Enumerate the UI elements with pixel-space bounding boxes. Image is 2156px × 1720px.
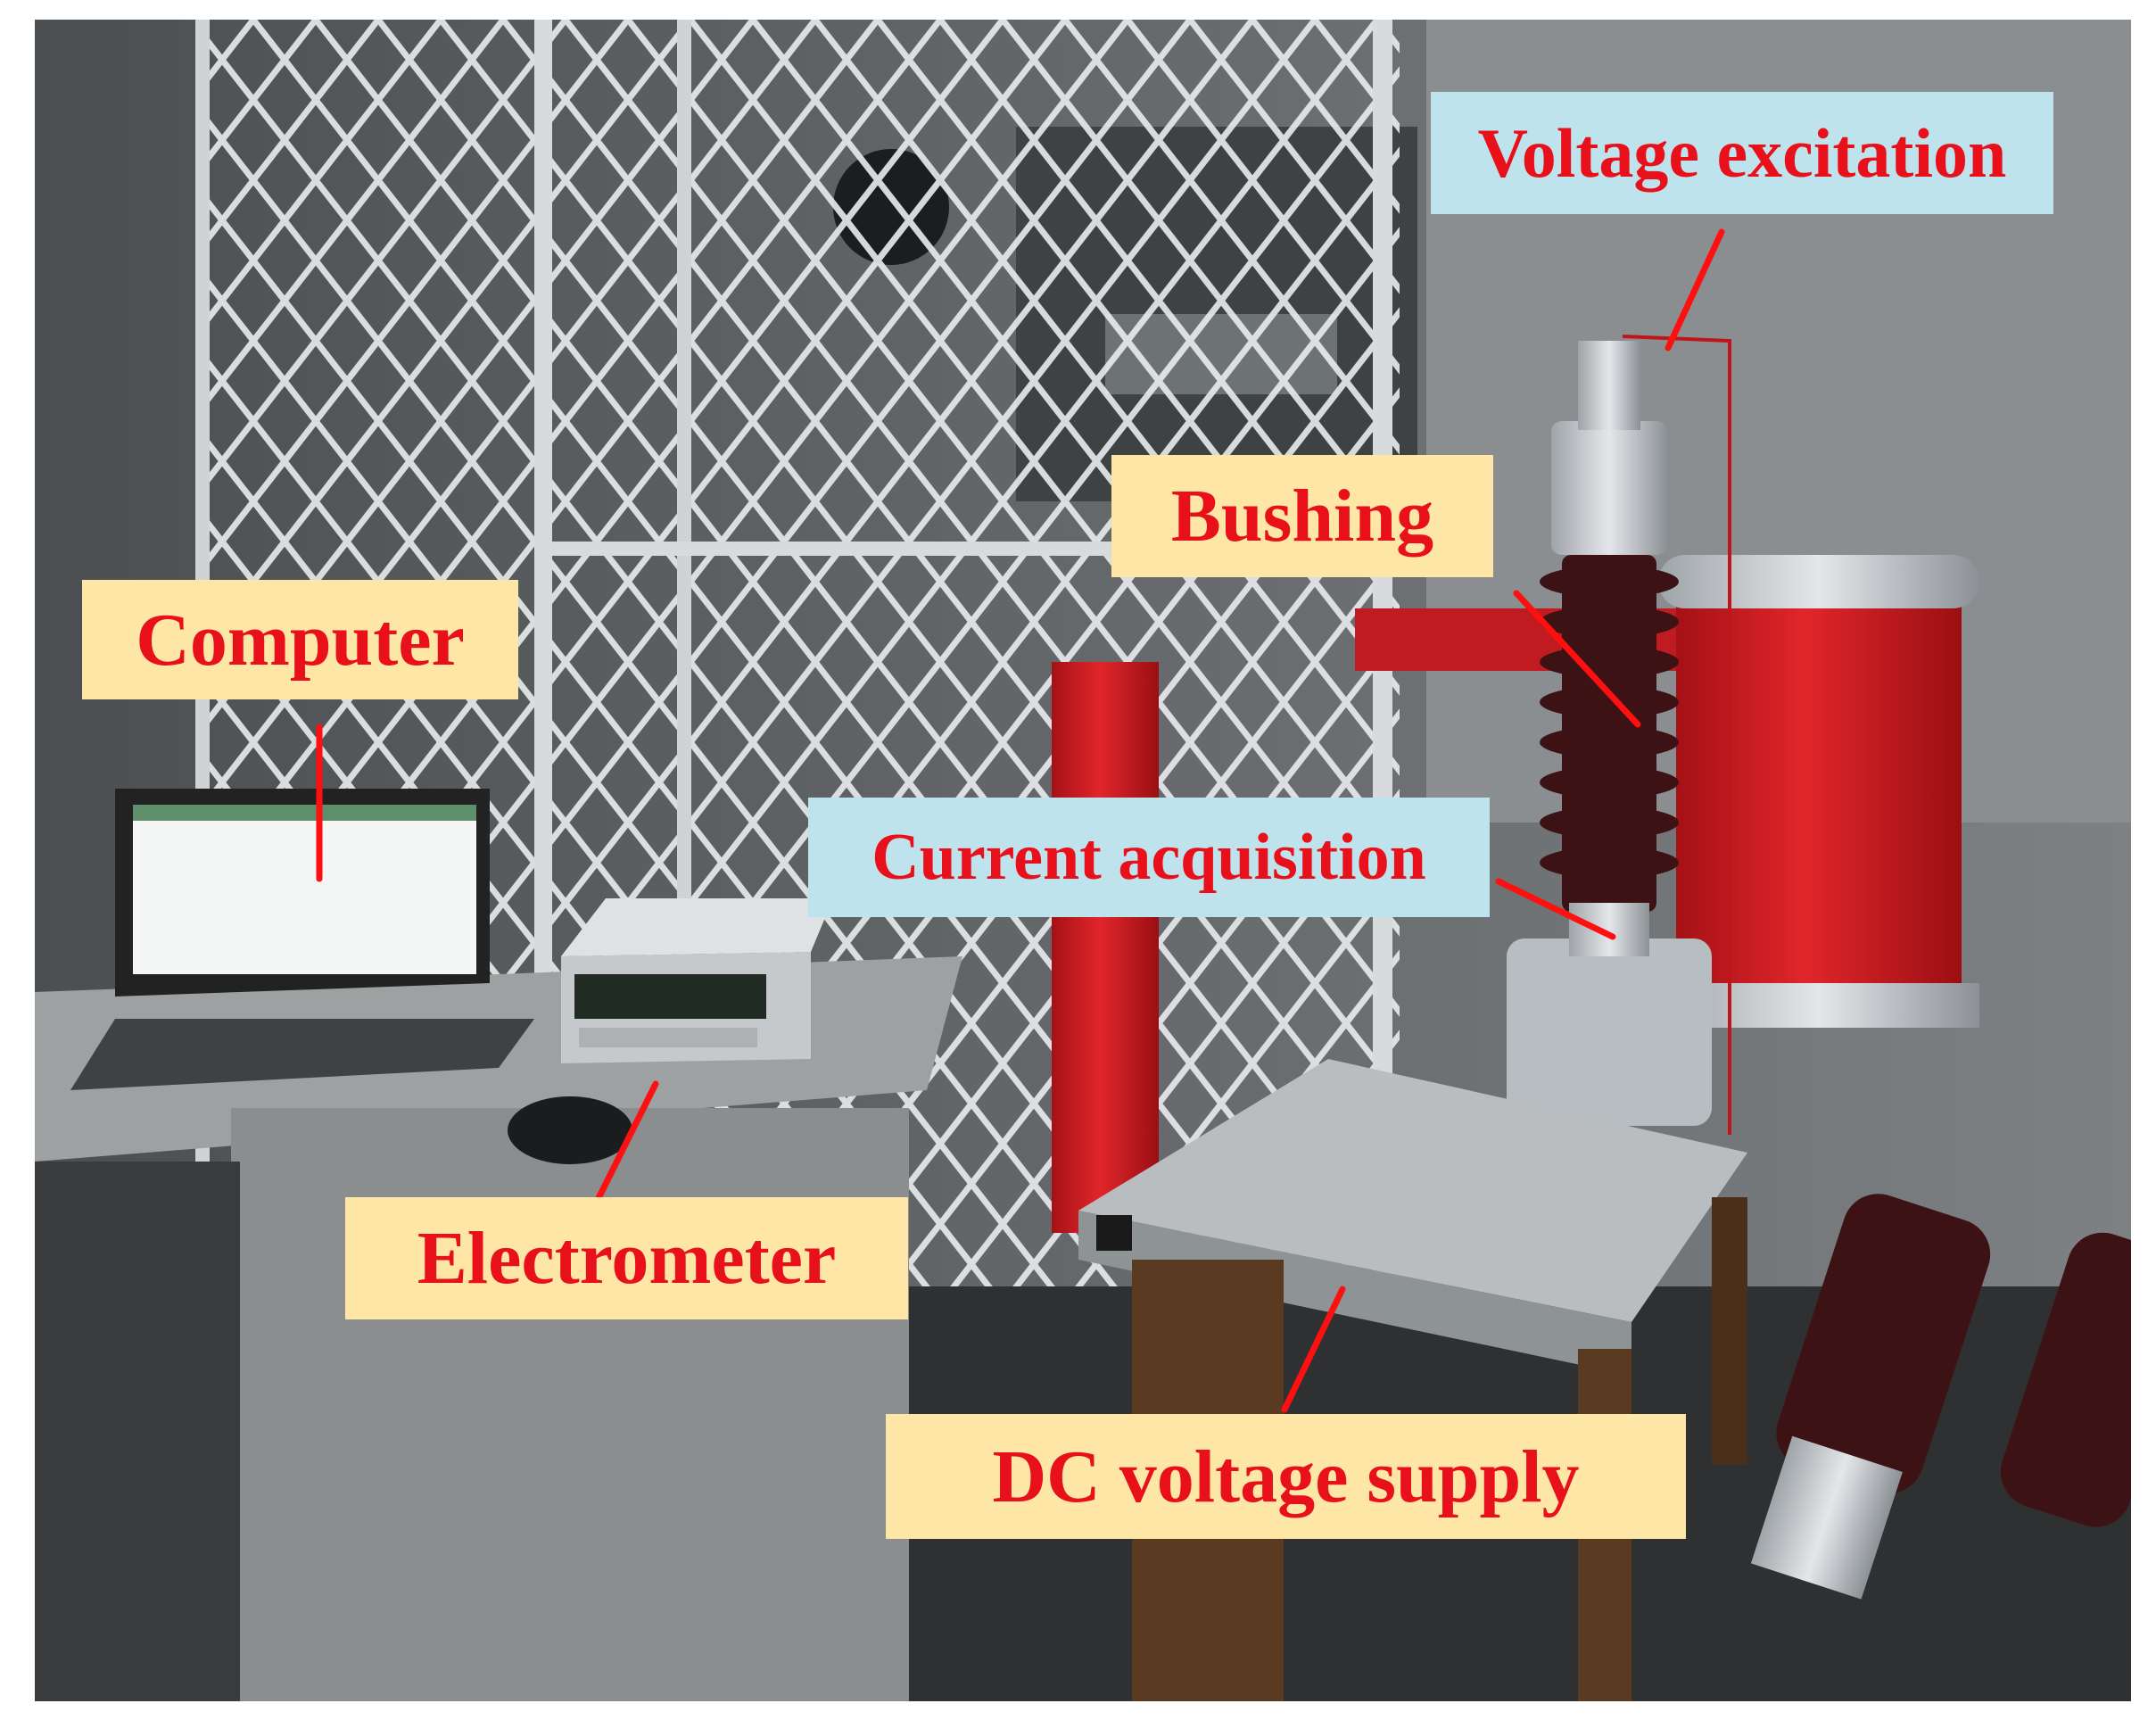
leader-line-electrometer [594,1080,659,1203]
label-electrometer: Electrometer [345,1197,908,1319]
leader-line-current-acquisition [1495,878,1616,940]
label-computer: Computer [82,580,518,699]
label-current-acquisition-text: Current acquisition [871,820,1426,894]
leader-line-dc-voltage-supply [1281,1286,1346,1413]
label-current-acquisition: Current acquisition [808,798,1490,917]
label-voltage-excitation-text: Voltage excitation [1477,113,2007,192]
leader-line-bushing [1513,590,1641,728]
label-computer-text: Computer [136,598,465,682]
label-electrometer-text: Electrometer [417,1217,837,1300]
label-dc-voltage-supply: DC voltage supply [886,1414,1686,1539]
label-bushing-text: Bushing [1170,475,1434,558]
label-bushing: Bushing [1111,455,1493,577]
label-dc-voltage-supply-text: DC voltage supply [992,1435,1580,1518]
leader-line-voltage-excitation [1664,228,1725,351]
label-voltage-excitation: Voltage excitation [1431,92,2053,214]
